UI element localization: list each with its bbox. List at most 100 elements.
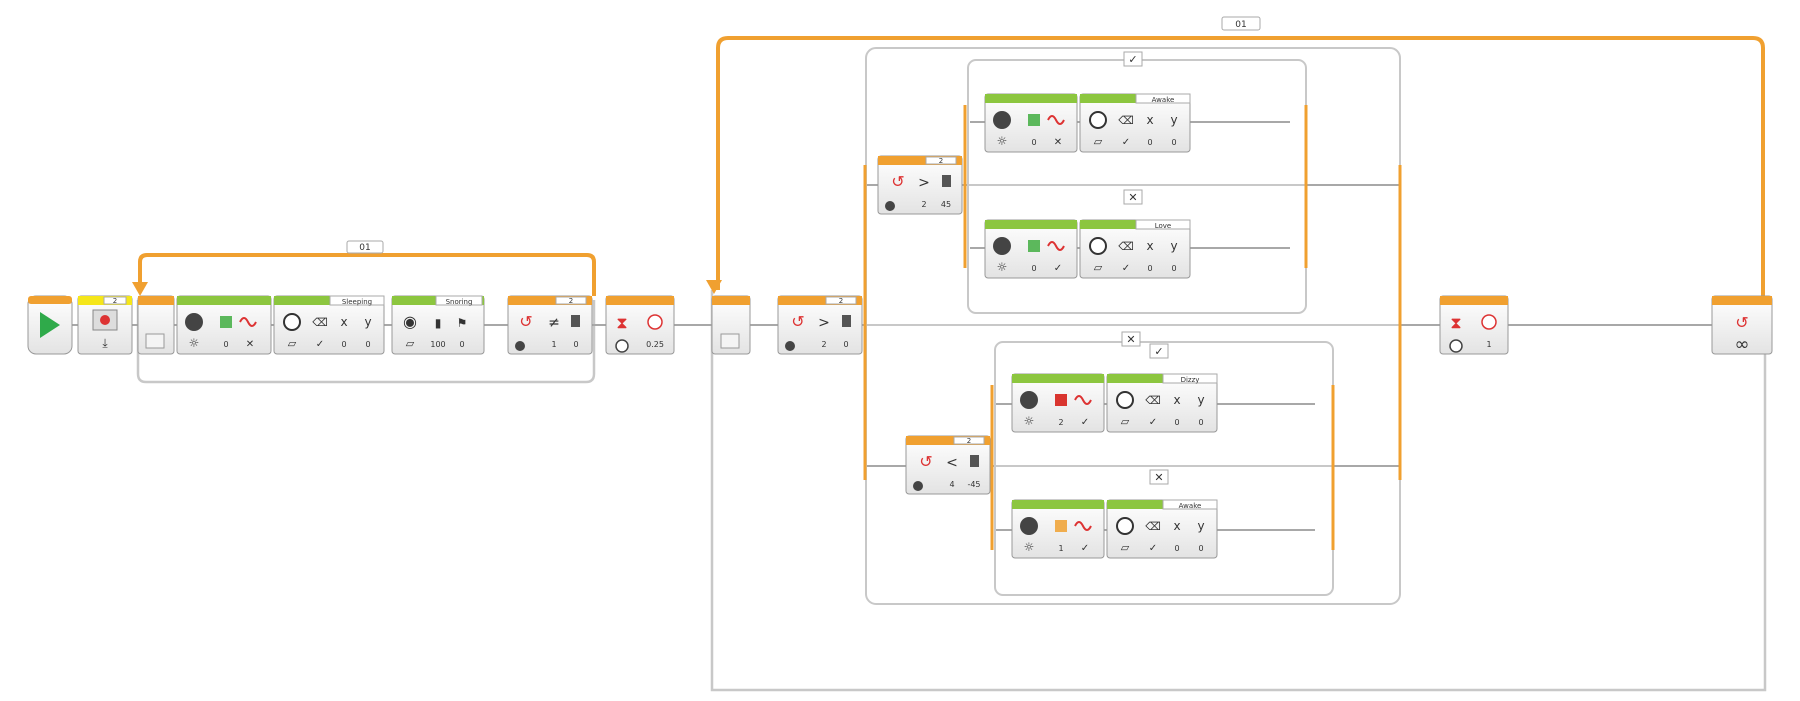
outer-loop-end[interactable]: ↺ ∞ [1711, 295, 1773, 355]
svg-text:✓: ✓ [1081, 417, 1089, 428]
outer-switch-false-tab[interactable] [1121, 331, 1141, 347]
svg-text:✓: ✓ [1122, 263, 1130, 274]
brick-block[interactable]: 2 ⤓ [77, 295, 133, 355]
outer-switch-condition[interactable]: 2 ↺ > 2 0 [777, 295, 863, 355]
svg-text:-45: -45 [967, 480, 980, 489]
wait-block-2[interactable]: ⧗ 1 [1439, 295, 1509, 355]
volume-icon: ▮ [435, 316, 442, 330]
svg-text:⧗: ⧗ [1450, 313, 1461, 332]
start-block[interactable] [27, 295, 73, 355]
loop-icon: ↺ [519, 312, 532, 331]
top-switch-false-tab[interactable] [1123, 189, 1143, 205]
display-block-awake-bottom[interactable]: Awake ⌫ x y ▱ ✓ 0 0 [1106, 499, 1218, 559]
sun-icon: ☼ [189, 336, 200, 350]
svg-text:0: 0 [1198, 544, 1203, 553]
sound-filename: Snoring [446, 298, 473, 306]
case-bottom-false[interactable]: ☼ 1 ✓ Awake ⌫ x y ▱ ✓ 0 0 [1011, 499, 1218, 559]
svg-text:0: 0 [1171, 264, 1176, 273]
sound-block-snoring[interactable]: Snoring ◉ ▮ ⚑ ▱ 100 0 [391, 295, 485, 355]
svg-text:0: 0 [1171, 138, 1176, 147]
case-top-true[interactable]: ☼ 0 ✕ Awake ⌫ x y ▱ ✓ 0 0 [984, 93, 1191, 153]
inner-loop-arrow-icon [132, 282, 148, 296]
svg-text:↺: ↺ [891, 172, 904, 191]
svg-text:100: 100 [430, 340, 445, 349]
svg-text:Awake: Awake [1152, 96, 1175, 104]
svg-text:2: 2 [839, 297, 843, 305]
display-icon [283, 313, 301, 331]
display-block-love[interactable]: Love ⌫ x y ▱ ✓ 0 0 [1079, 219, 1191, 279]
loop-start-arrow-icon [706, 280, 722, 294]
svg-text:>: > [918, 175, 930, 191]
svg-text:✓: ✓ [1122, 137, 1130, 148]
svg-text:0: 0 [341, 340, 346, 349]
bottom-switch-true-tab[interactable] [1149, 343, 1169, 359]
eraser-icon: ⌫ [312, 316, 328, 329]
display-block-sleeping[interactable]: Sleeping ⌫ x y ▱ ✓ 0 0 [273, 295, 385, 355]
svg-text:0: 0 [1174, 544, 1179, 553]
outer-loop-start[interactable] [711, 295, 751, 355]
timer-icon: ⧗ [616, 313, 627, 332]
svg-text:Awake: Awake [1179, 502, 1202, 510]
inner-loop-label: 01 [359, 243, 370, 253]
top-switch-false-label: ✕ [1128, 191, 1137, 204]
svg-text:✓: ✓ [316, 339, 324, 350]
svg-text:y: y [1197, 519, 1204, 533]
wait-block-1[interactable]: ⧗ 0.25 [605, 295, 675, 355]
light-block-top-false[interactable]: ☼ 0 ✓ [984, 219, 1078, 279]
svg-text:≠: ≠ [548, 315, 560, 331]
svg-text:y: y [1197, 393, 1204, 407]
svg-text:45: 45 [941, 200, 951, 209]
inner-loop[interactable]: 01 [132, 240, 596, 384]
svg-text:>: > [818, 315, 830, 331]
svg-text:0: 0 [459, 340, 464, 349]
bottom-switch-condition[interactable]: 2 ↺ < 4 -45 [905, 435, 991, 495]
svg-text:y: y [1170, 239, 1177, 253]
svg-text:☼: ☼ [997, 134, 1008, 148]
light-icon [185, 313, 203, 331]
svg-text:0: 0 [843, 340, 848, 349]
svg-text:▱: ▱ [406, 337, 415, 350]
light-block-1[interactable]: ☼ 0 ✕ [176, 295, 272, 355]
svg-text:☼: ☼ [997, 260, 1008, 274]
case-bottom-true[interactable]: ☼ 2 ✓ Dizzy ⌫ x y ▱ ✓ 0 0 [1011, 373, 1218, 433]
svg-text:✓: ✓ [1149, 417, 1157, 428]
svg-text:x: x [1173, 519, 1180, 533]
svg-text:⌫: ⌫ [1145, 394, 1161, 407]
svg-text:x: x [1146, 113, 1153, 127]
outer-loop[interactable]: 01 [706, 16, 1767, 692]
inner-loop-condition[interactable]: 2 ↺ ≠ 1 0 [507, 295, 593, 355]
light-block-bottom-true[interactable]: ☼ 2 ✓ [1011, 373, 1105, 433]
display-block-dizzy[interactable]: Dizzy ⌫ x y ▱ ✓ 0 0 [1106, 373, 1218, 433]
outer-switch-frame[interactable] [863, 47, 1402, 605]
svg-text:0: 0 [1147, 264, 1152, 273]
outer-loop-label: 01 [1235, 20, 1246, 30]
inner-loop-label-box[interactable] [346, 240, 384, 254]
svg-text:0: 0 [1031, 264, 1036, 273]
light-block-top-true[interactable]: ☼ 0 ✕ [984, 93, 1078, 153]
top-switch-condition[interactable]: 2 ↺ > 2 45 [877, 155, 963, 215]
svg-text:⌫: ⌫ [1118, 114, 1134, 127]
bottom-switch-frame[interactable]: ✓ ✕ ✕ [990, 331, 1335, 596]
display-block-awake-top[interactable]: Awake ⌫ x y ▱ ✓ 0 0 [1079, 93, 1191, 153]
svg-text:2: 2 [821, 340, 826, 349]
svg-text:0: 0 [365, 340, 370, 349]
inner-loop-start[interactable] [137, 295, 175, 355]
case-top-false[interactable]: ☼ 0 ✓ Love ⌫ x y ▱ ✓ 0 0 [984, 219, 1191, 279]
gyro-sensor-icon: ↺ [791, 312, 804, 331]
svg-text:✓: ✓ [1149, 543, 1157, 554]
top-switch-true-tab[interactable] [1123, 51, 1143, 67]
clock-icon [647, 314, 663, 330]
bottom-switch-false-label: ✕ [1154, 471, 1163, 484]
svg-text:⌫: ⌫ [1145, 520, 1161, 533]
light-block-bottom-false[interactable]: ☼ 1 ✓ [1011, 499, 1105, 559]
bottom-switch-true-label: ✓ [1154, 345, 1163, 358]
bottom-switch-false-tab[interactable] [1149, 469, 1169, 485]
top-switch-frame[interactable]: ✓ ✕ [963, 51, 1308, 314]
svg-text:Love: Love [1155, 222, 1172, 230]
light-color-swatch [220, 316, 232, 328]
svg-text:▱: ▱ [1121, 541, 1130, 554]
svg-text:☼: ☼ [1024, 540, 1035, 554]
outer-loop-label-box[interactable] [1221, 16, 1261, 31]
svg-text:▱: ▱ [1094, 135, 1103, 148]
